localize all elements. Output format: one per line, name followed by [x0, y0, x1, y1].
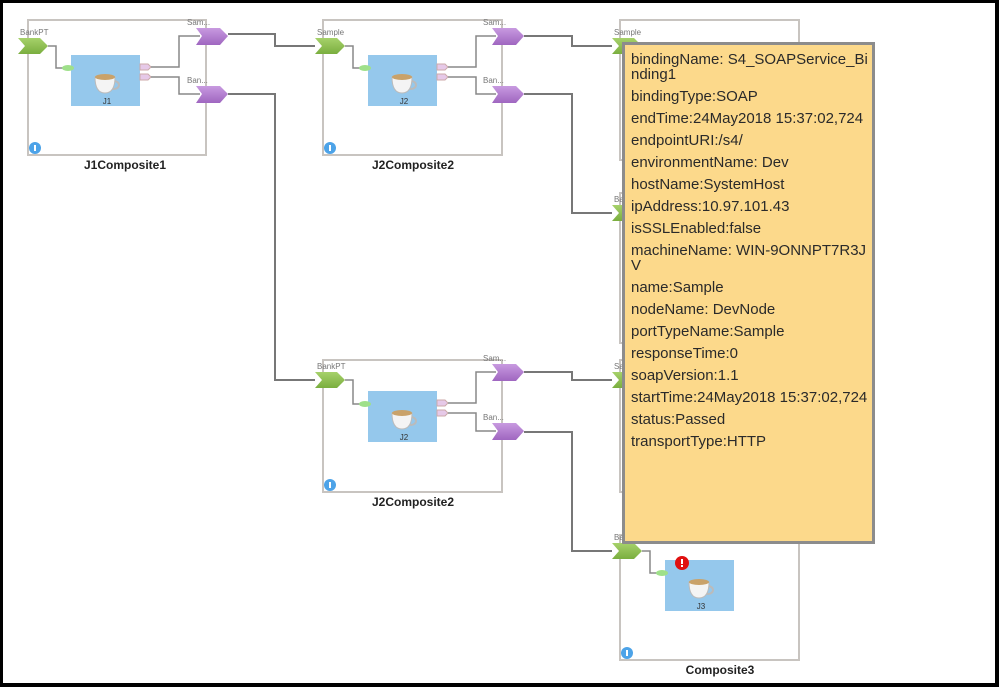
tooltip-row: bindingType:SOAP	[631, 88, 758, 105]
reference-bank[interactable]	[196, 86, 228, 103]
reference-sample[interactable]	[196, 28, 228, 45]
composite-title: J1Composite1	[84, 158, 166, 172]
wire	[524, 431, 612, 552]
reference-label: Ban...	[483, 76, 504, 85]
tooltip-row: environmentName: Dev	[631, 154, 789, 171]
info-icon[interactable]	[621, 647, 633, 659]
reference-label: Ban...	[483, 413, 504, 422]
internal-wire	[448, 412, 496, 432]
service-label: BankPT	[317, 362, 346, 371]
component-output-port[interactable]	[139, 73, 152, 81]
reference-label: Sam...	[187, 18, 210, 27]
service-sample[interactable]	[315, 38, 345, 54]
wire	[524, 93, 612, 214]
component-output-port[interactable]	[436, 399, 449, 407]
reference-bank[interactable]	[492, 86, 524, 103]
internal-wire	[151, 76, 200, 95]
tooltip-row: soapVersion:1.1	[631, 367, 739, 384]
service-bankpt[interactable]	[315, 372, 345, 388]
component-input-port[interactable]	[656, 570, 668, 576]
component-name: J2	[400, 97, 409, 106]
service-label: Sa	[614, 362, 624, 371]
wire	[228, 93, 315, 381]
internal-wire	[151, 35, 200, 68]
internal-wire	[448, 76, 496, 95]
composite-title: J2Composite2	[372, 495, 454, 509]
tooltip-row: status:Passed	[631, 411, 726, 428]
reference-bank[interactable]	[492, 423, 524, 440]
tooltip-row: transportType:HTTP	[631, 433, 767, 450]
internal-wire	[448, 371, 496, 404]
tooltip-row: portTypeName:Sample	[631, 323, 785, 340]
tooltip-row: isSSLEnabled:false	[631, 220, 762, 237]
service-label: Ba	[614, 195, 624, 204]
wire	[228, 33, 315, 47]
tooltip-row: machineName: WIN-9ONNPT7R3JV	[631, 242, 867, 274]
composite-j2composite2[interactable]: J2Composite2 BankPT J2 Sam... Ban...	[317, 354, 506, 509]
component-input-port[interactable]	[359, 65, 371, 71]
wire	[524, 371, 612, 381]
internal-wire	[48, 45, 65, 69]
java-cup-icon	[688, 579, 714, 599]
internal-wire	[345, 45, 362, 69]
tooltip-row: endpointURI:/s4/	[631, 132, 743, 149]
wire	[524, 35, 612, 47]
error-icon[interactable]	[675, 556, 689, 570]
java-cup-icon	[94, 74, 120, 94]
info-icon[interactable]	[324, 142, 336, 154]
composite-title: Composite3	[686, 663, 755, 677]
reference-sample[interactable]	[492, 28, 524, 45]
component-input-port[interactable]	[359, 401, 371, 407]
tooltip-row: ipAddress:10.97.101.43	[631, 198, 790, 215]
tooltip-row: responseTime:0	[631, 345, 738, 362]
tooltip-row: hostName:SystemHost	[631, 176, 785, 193]
java-cup-icon	[391, 410, 417, 430]
component-output-port[interactable]	[139, 63, 152, 71]
service-label: BankPT	[20, 28, 49, 37]
wires	[228, 33, 612, 552]
internal-wire	[345, 379, 362, 405]
component-output-port[interactable]	[436, 63, 449, 71]
component-name: J3	[697, 602, 706, 611]
service-label: Ba	[614, 533, 624, 542]
composite-j1composite1[interactable]: J1Composite1 BankPT J1 Sam... Ban...	[20, 18, 210, 172]
java-cup-icon	[391, 74, 417, 94]
component-name: J2	[400, 433, 409, 442]
reference-label: Sam...	[483, 18, 506, 27]
component-input-port[interactable]	[62, 65, 74, 71]
composite-title: J2Composite2	[372, 158, 454, 172]
reference-label: Sam...	[483, 354, 506, 363]
tooltip-row: startTime:24May2018 15:37:02,724	[631, 389, 868, 406]
internal-wire	[448, 35, 496, 68]
reference-sample[interactable]	[492, 364, 524, 381]
tooltip-row: bindingName: S4_SOAPService_Binding1	[631, 51, 868, 83]
internal-wire	[642, 550, 659, 574]
service-bankpt[interactable]	[18, 38, 48, 54]
service-label: Sample	[317, 28, 345, 37]
component-name: J1	[103, 97, 112, 106]
component-output-port[interactable]	[436, 73, 449, 81]
info-icon[interactable]	[324, 479, 336, 491]
info-icon[interactable]	[29, 142, 41, 154]
tooltip-row: endTime:24May2018 15:37:02,724	[631, 110, 864, 127]
component-output-port[interactable]	[436, 409, 449, 417]
service-label: Sample	[614, 28, 642, 37]
reference-label: Ban...	[187, 76, 208, 85]
service-ba[interactable]	[612, 543, 642, 559]
tooltip-row: name:Sample	[631, 279, 724, 296]
tooltip-row: nodeName: DevNode	[631, 301, 776, 318]
